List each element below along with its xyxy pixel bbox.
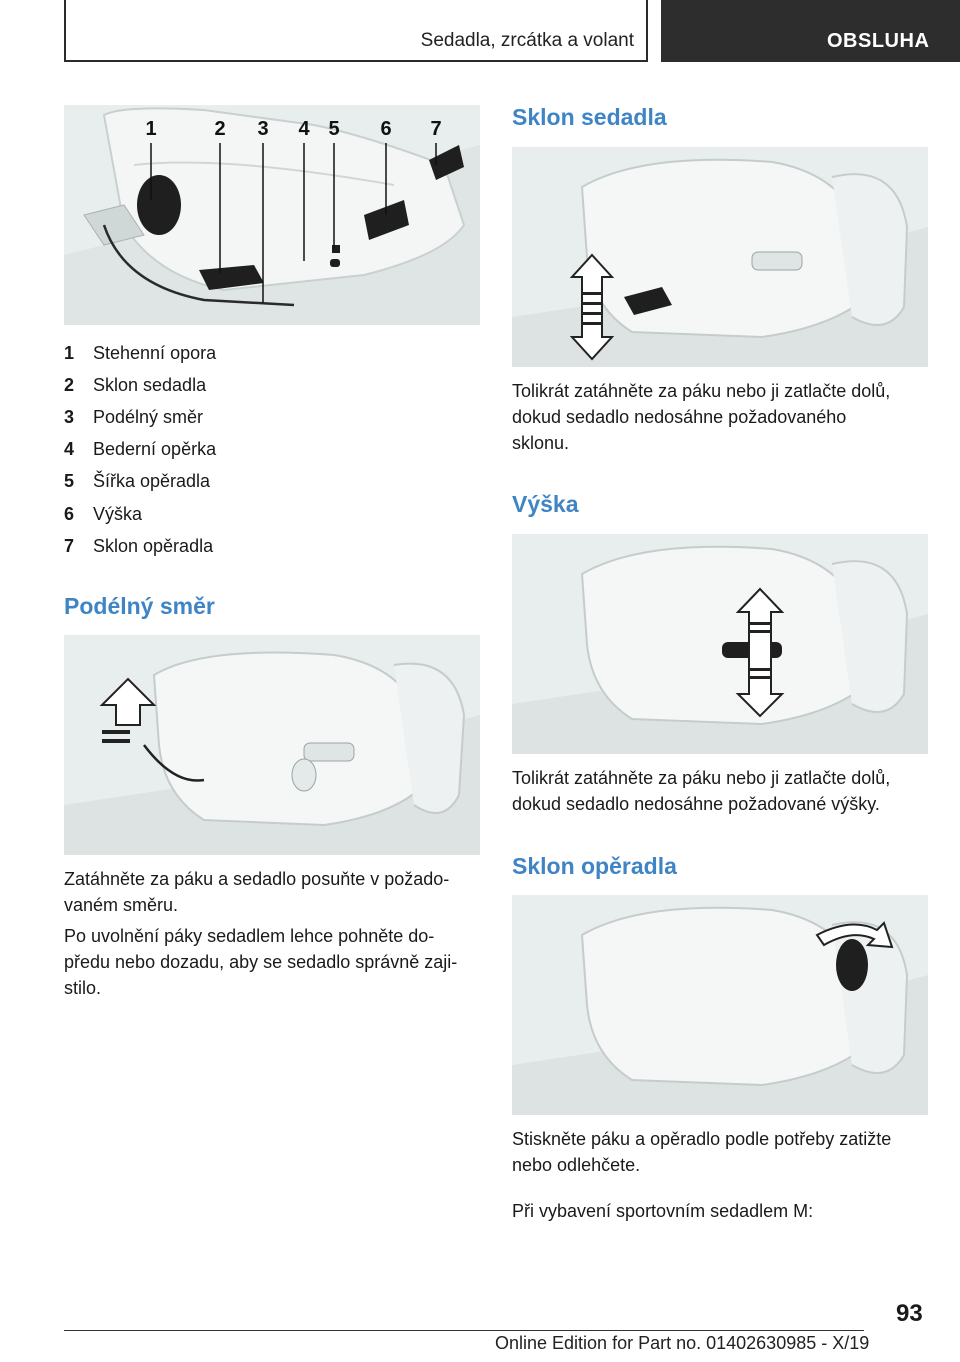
backrest-tilt-figure	[512, 895, 928, 1115]
legend-item: 1 Stehenní opora	[64, 337, 480, 369]
paragraph-sklon-operadla-1: Stiskněte páku a opěradlo podle potřeby …	[512, 1126, 932, 1178]
text-line: Tolikrát zatáhněte za páku nebo ji zatla…	[512, 381, 891, 401]
seat-controls-illustration: 1 2 3 4 5 6 7	[64, 105, 480, 325]
heading-sklon-operadla: Sklon opěradla	[512, 853, 677, 879]
text-line: vaném směru.	[64, 895, 179, 915]
text-line: nebo odlehčete.	[512, 1155, 641, 1175]
seat-controls-figure: 1 2 3 4 5 6 7	[64, 105, 480, 325]
text-line: Stiskněte páku a opěradlo podle potřeby …	[512, 1129, 892, 1149]
backrest-tilt-illustration	[512, 895, 928, 1115]
legend-number: 1	[64, 342, 75, 363]
seat-height-illustration	[512, 534, 928, 754]
legend-item: 5 Šířka opěradla	[64, 466, 480, 498]
callout-2: 2	[214, 118, 225, 140]
paragraph-sklon-operadla-2: Při vybavení sportovním sedadlem M:	[512, 1198, 932, 1224]
heading-vyska: Výška	[512, 491, 579, 517]
legend-number: 6	[64, 503, 75, 524]
page-number: 93	[896, 1300, 923, 1327]
text-line: dokud sedadlo nedosáhne požadovaného	[512, 407, 847, 427]
callout-5: 5	[328, 118, 339, 140]
text-line: Zatáhněte za páku a sedadlo posuňte v po…	[64, 869, 450, 889]
legend-label: Šířka opěradla	[93, 471, 211, 492]
legend-label: Výška	[93, 503, 143, 524]
paragraph-sklon-sedadla: Tolikrát zatáhněte za páku nebo ji zatla…	[512, 378, 932, 456]
legend-item: 4 Bederní opěrka	[64, 434, 480, 466]
legend-item: 3 Podélný směr	[64, 401, 480, 433]
legend-number: 7	[64, 535, 75, 556]
seat-tilt-figure	[512, 147, 928, 367]
text-line: stilo.	[64, 978, 102, 998]
text-line: Při vybavení sportovním sedadlem M:	[512, 1201, 814, 1221]
callout-3: 3	[257, 118, 268, 140]
legend-number: 5	[64, 471, 75, 492]
legend-number: 2	[64, 374, 75, 395]
legend-number: 4	[64, 439, 75, 460]
legend-label: Sklon sedadla	[93, 374, 207, 395]
fore-aft-figure	[64, 635, 480, 855]
callout-4: 4	[298, 118, 310, 140]
legend-label: Stehenní opora	[93, 342, 217, 363]
text-line: Po uvolnění páky sedadlem lehce pohněte …	[64, 926, 435, 946]
callout-7: 7	[430, 118, 441, 140]
callout-1: 1	[145, 118, 156, 140]
running-header: Sedadla, zrcátka a volant	[64, 0, 648, 62]
legend-label: Bederní opěrka	[93, 439, 217, 460]
seat-height-figure	[512, 534, 928, 754]
legend-label: Sklon opěradla	[93, 535, 214, 556]
callout-6: 6	[380, 118, 391, 140]
chapter-title: OBSLUHA	[827, 30, 930, 52]
legend-label: Podélný směr	[93, 406, 204, 427]
edition-note: Online Edition for Part no. 01402630985 …	[495, 1333, 870, 1353]
legend-number: 3	[64, 406, 75, 427]
seat-tilt-illustration	[512, 147, 928, 367]
text-line: sklonu.	[512, 433, 570, 453]
chapter-tab: OBSLUHA	[661, 0, 960, 62]
text-line: Tolikrát zatáhněte za páku nebo ji zatla…	[512, 768, 891, 788]
text-line: předu nebo dozadu, aby se sedadlo správn…	[64, 952, 458, 972]
legend-item: 6 Výška	[64, 498, 480, 530]
legend-item: 2 Sklon sedadla	[64, 369, 480, 401]
paragraph-podelny-1: Zatáhněte za páku a sedadlo posuňte v po…	[64, 866, 484, 918]
paragraph-vyska: Tolikrát zatáhněte za páku nebo ji zatla…	[512, 765, 932, 817]
text-line: dokud sedadlo nedosáhne požadované výšky…	[512, 794, 880, 814]
footer-divider	[64, 1330, 864, 1331]
legend-item: 7 Sklon opěradla	[64, 530, 480, 562]
figure-legend: 1 Stehenní opora 2 Sklon sedadla 3 Podélný …	[64, 337, 480, 562]
paragraph-podelny-2: Po uvolnění páky sedadlem lehce pohněte …	[64, 923, 484, 1001]
section-title: Sedadla, zrcátka a volant	[420, 30, 634, 51]
heading-podelny-smer: Podélný směr	[64, 593, 215, 619]
fore-aft-illustration	[64, 635, 480, 855]
heading-sklon-sedadla: Sklon sedadla	[512, 104, 667, 130]
